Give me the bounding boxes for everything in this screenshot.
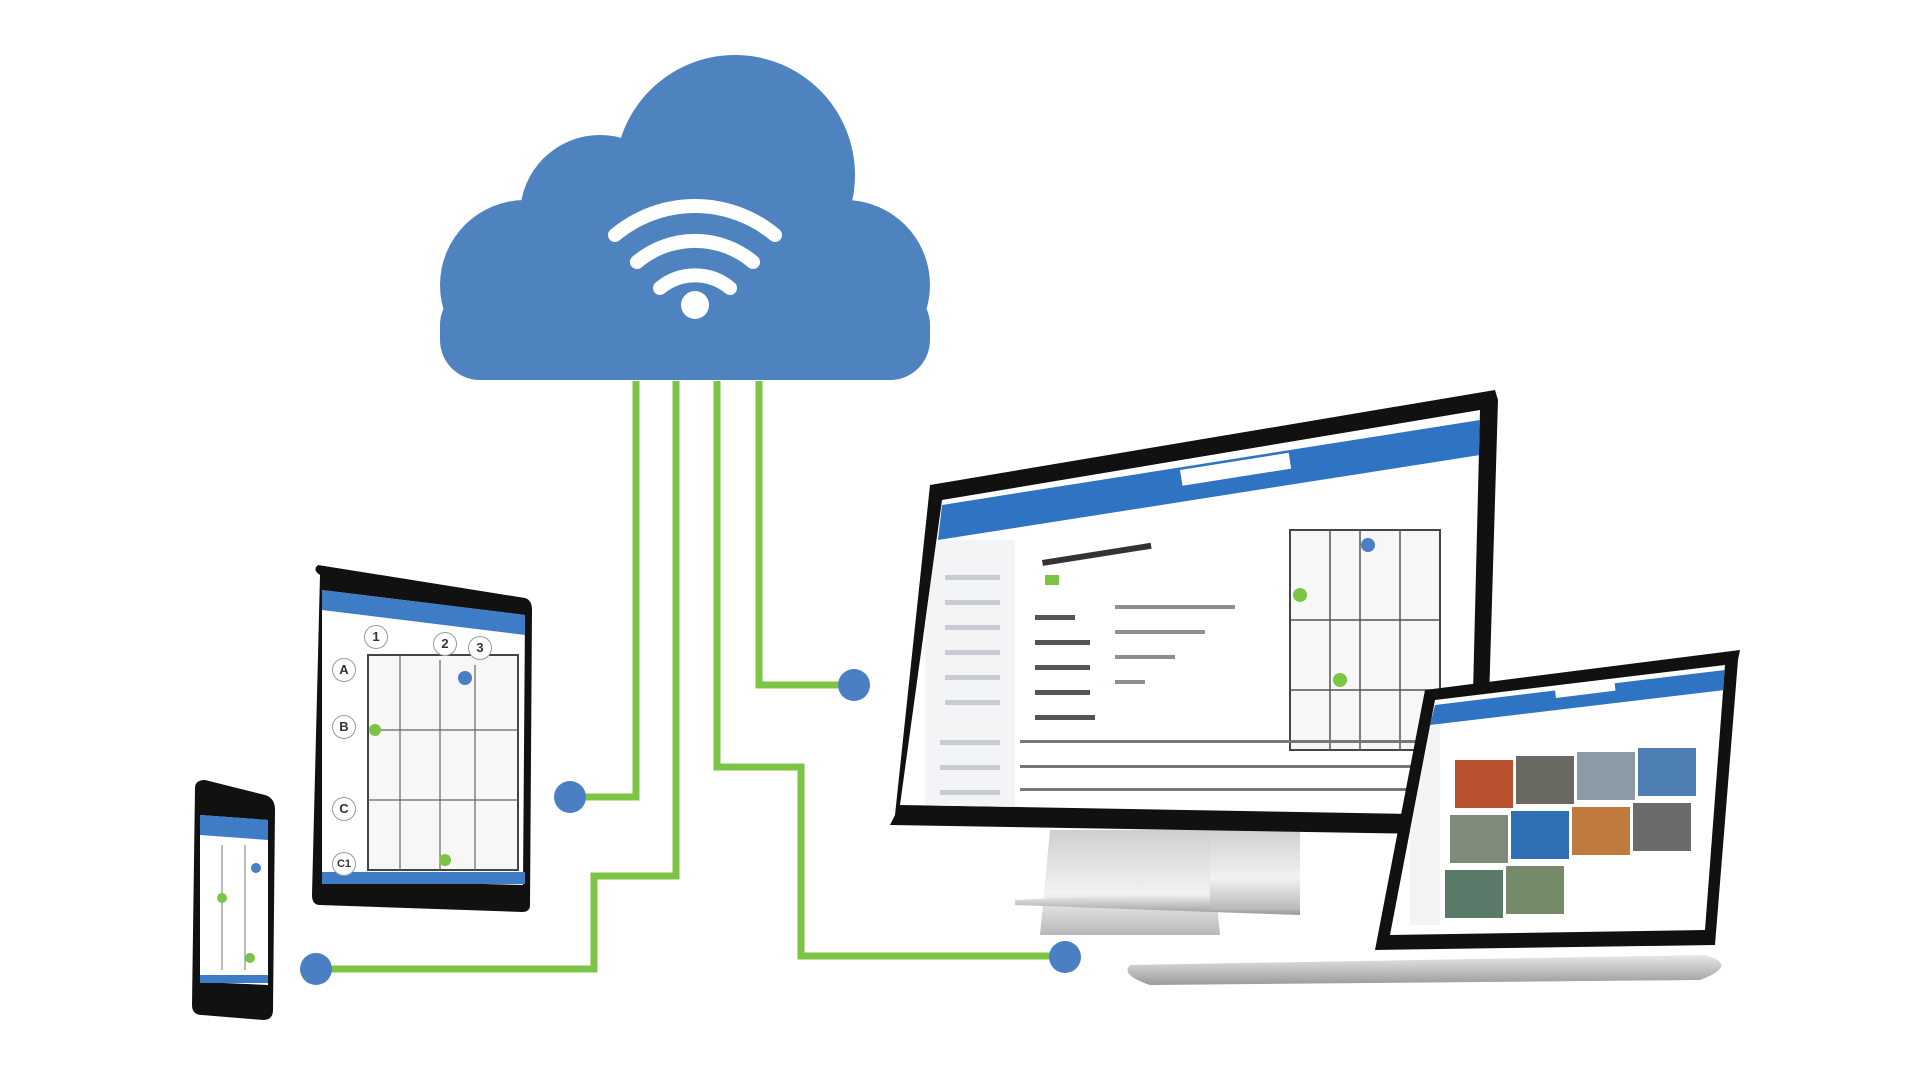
cloud-shape [440, 55, 930, 380]
grid-row-c: C [332, 797, 356, 821]
photo-gallery [1445, 748, 1696, 918]
wifi-icon [608, 199, 782, 295]
grid-row-b: B [332, 715, 356, 739]
smartphone [192, 780, 275, 1020]
grid-col-2: 2 [433, 632, 457, 656]
desktop-monitor [890, 390, 1498, 935]
connector-lines [320, 381, 1062, 973]
grid-col-3: 3 [468, 636, 492, 660]
connector-nodes [300, 669, 1081, 985]
grid-row-c1: C1 [332, 852, 356, 876]
laptop [1127, 650, 1740, 985]
grid-col-1: 1 [364, 625, 388, 649]
grid-row-a: A [332, 658, 356, 682]
